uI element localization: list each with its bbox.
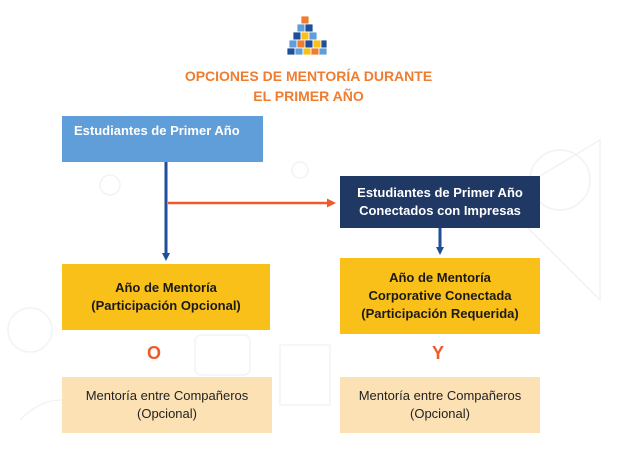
diagram-title-line2: EL PRIMER AÑO: [253, 88, 364, 104]
node-peer-mentorship-left: Mentoría entre Compañeros (Opcional): [62, 377, 272, 433]
node-mentor-left-line2: (Participación Opcional): [91, 298, 241, 313]
node-connected-line2: Conectados con Impresas: [359, 203, 521, 218]
stacked-cubes-logo: [286, 15, 328, 56]
node-peer-left-line1: Mentoría entre Compañeros: [85, 388, 249, 403]
node-mentorship-year-optional: Año de Mentoría (Participación Opcional): [62, 264, 270, 330]
node-mentor-right-line1: Año de Mentoría: [389, 270, 491, 285]
conjunction-and: Y: [431, 343, 444, 363]
node-corporate-mentorship-required: Año de Mentoría Corporative Conectada (P…: [340, 258, 540, 334]
node-peer-left-line2: (Opcional): [137, 406, 197, 421]
node-connected-line1: Estudiantes de Primer Año: [357, 185, 523, 200]
node-peer-mentorship-right: Mentoría entre Compañeros (Opcional): [340, 377, 540, 433]
conjunction-or: O: [146, 343, 161, 363]
diagram-title-line1: OPCIONES DE MENTORÍA DURANTE: [184, 68, 433, 84]
node-connected-students: Estudiantes de Primer Año Conectados con…: [340, 176, 540, 228]
node-mentor-left-line1: Año de Mentoría: [115, 280, 217, 295]
node-first-year-students: Estudiantes de Primer Año: [62, 116, 263, 162]
node-peer-right-line2: (Opcional): [410, 406, 470, 421]
node-mentor-right-line2: Corporative Conectada: [368, 288, 512, 303]
node-first-year-label: Estudiantes de Primer Año: [74, 123, 240, 138]
node-peer-right-line1: Mentoría entre Compañeros: [358, 388, 522, 403]
node-mentor-right-line3: (Participación Requerida): [361, 306, 519, 321]
